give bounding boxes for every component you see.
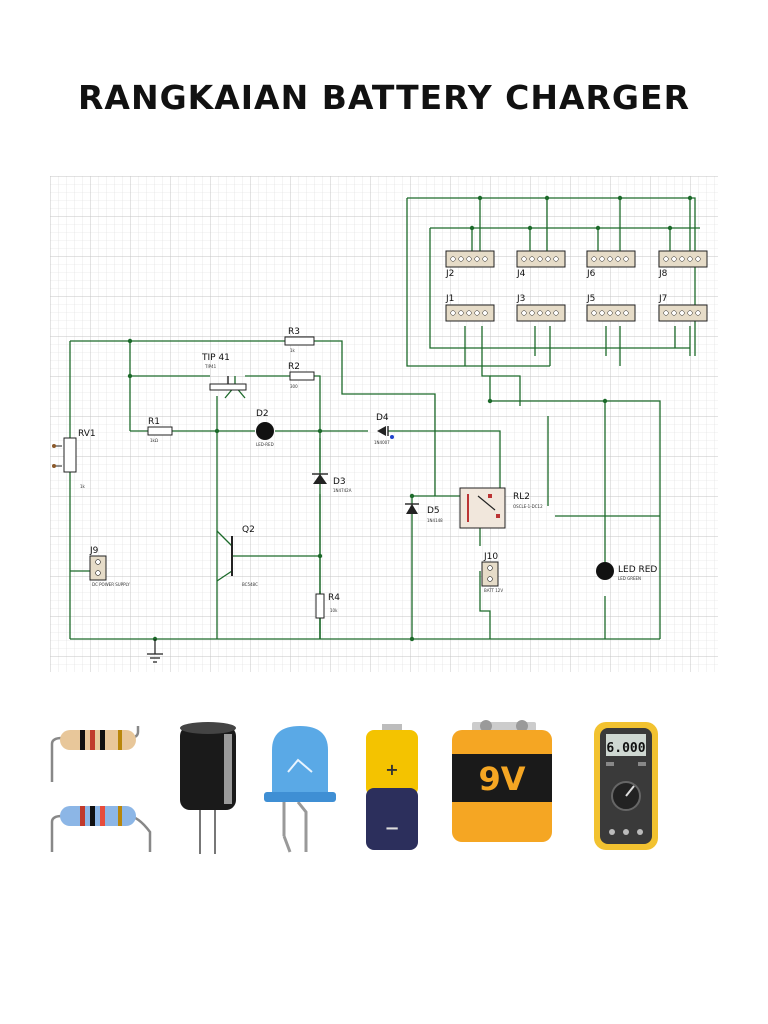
d3-ref: D3 [333, 477, 346, 487]
r3-value: 1k [290, 348, 296, 353]
j10-value: BATT 12V [484, 588, 503, 593]
j8-label: J8 [658, 269, 668, 279]
rv1-potentiometer: RV1 1k [52, 429, 96, 489]
q2-transistor: Q2 BC548C [231, 525, 258, 587]
r1-ref: R1 [148, 417, 160, 427]
j4-label: J4 [516, 269, 526, 279]
d5-ref: D5 [427, 506, 440, 516]
d2-value: LED-RED [256, 442, 274, 447]
d4-diode: D4 1N4007 [374, 413, 394, 445]
tip41-transistor: TIP 41 TIP41 [201, 353, 247, 391]
wires [69, 197, 700, 640]
j5-label: J5 [586, 294, 595, 304]
tip41-value: TIP41 [204, 364, 217, 369]
r1-value: 1kΩ [150, 438, 158, 443]
connector-block-j5: J5 [586, 294, 636, 322]
led-ref: LED RED [618, 565, 657, 575]
r4-value: 10k [330, 608, 338, 613]
rl2-value: OSCLE-1-DC12 [513, 504, 543, 509]
d3-value: 1N4742A [333, 488, 352, 493]
d4-value: 1N4007 [374, 440, 390, 445]
d4-ref: D4 [376, 413, 389, 423]
q2-ref: Q2 [242, 525, 255, 535]
connector-block-j6: J6 [586, 250, 636, 279]
junctions [127, 195, 693, 642]
r3-ref: R3 [288, 327, 300, 337]
page-title: RANGKAIAN BATTERY CHARGER [78, 78, 690, 117]
tip41-ref: TIP 41 [201, 353, 230, 363]
d2-led: D2 LED-RED [256, 409, 274, 447]
aa-battery-minus: − [384, 818, 399, 839]
j10-ref: J10 [483, 552, 498, 562]
9v-battery-icon: 9V [452, 720, 552, 842]
r2-resistor: R2 300 [288, 362, 315, 389]
resistor-icon [50, 726, 140, 782]
rl2-ref: RL2 [513, 492, 530, 502]
connector-block-j8: J8 [658, 250, 708, 279]
led-value: LED GREEN [618, 576, 641, 581]
rv1-value: 1k [80, 484, 86, 489]
j9-ref: J9 [89, 546, 99, 556]
capacitor-icon [180, 722, 236, 854]
j9-value: DC POWER SUPPLY [92, 582, 130, 587]
9v-battery-label: 9V [478, 760, 525, 798]
j1-label: J1 [445, 294, 454, 304]
rl2-relay: RL2 OSCLE-1-DC12 [459, 487, 543, 529]
circuit-schematic: RV1 1k J9 DC POWER SUPPLY R1 1kΩ TIP 41 … [50, 176, 718, 672]
connector-block-j7: J7 [658, 294, 708, 322]
resistor-blue-icon [50, 806, 152, 852]
r4-ref: R4 [328, 593, 340, 603]
rv1-ref: RV1 [78, 429, 96, 439]
j3-label: J3 [516, 294, 525, 304]
led-indicator: LED RED LED GREEN [596, 562, 657, 581]
j7-label: J7 [658, 294, 667, 304]
r2-ref: R2 [288, 362, 300, 372]
d5-value: 1N4148 [427, 518, 443, 523]
connector-block-j1: J1 [445, 294, 495, 322]
connector-block-j4: J4 [516, 250, 566, 279]
led-icon [264, 726, 336, 853]
connector-block-j2: J2 [445, 250, 495, 279]
connector-block-j3: J3 [516, 294, 566, 322]
r2-value: 300 [290, 384, 298, 389]
q2-value: BC548C [242, 582, 258, 587]
r1-resistor: R1 1kΩ [147, 417, 173, 443]
j2-label: J2 [445, 269, 454, 279]
aa-battery-icon: + − [366, 724, 418, 850]
r4-resistor: R4 10k [315, 593, 340, 619]
j10-connector: J10 BATT 12V [481, 552, 503, 593]
component-illustrations: + − 9V 6.000 [50, 720, 658, 854]
j9-connector: J9 DC POWER SUPPLY [89, 546, 130, 587]
ground-symbol [147, 639, 163, 663]
d2-ref: D2 [256, 409, 269, 419]
multimeter-display: 6.000 [606, 741, 645, 756]
aa-battery-plus: + [385, 760, 398, 779]
d5-diode: D5 1N4148 [405, 503, 443, 523]
r3-resistor: R3 1k [284, 327, 315, 353]
multimeter-icon: 6.000 [594, 722, 658, 850]
j6-label: J6 [586, 269, 596, 279]
